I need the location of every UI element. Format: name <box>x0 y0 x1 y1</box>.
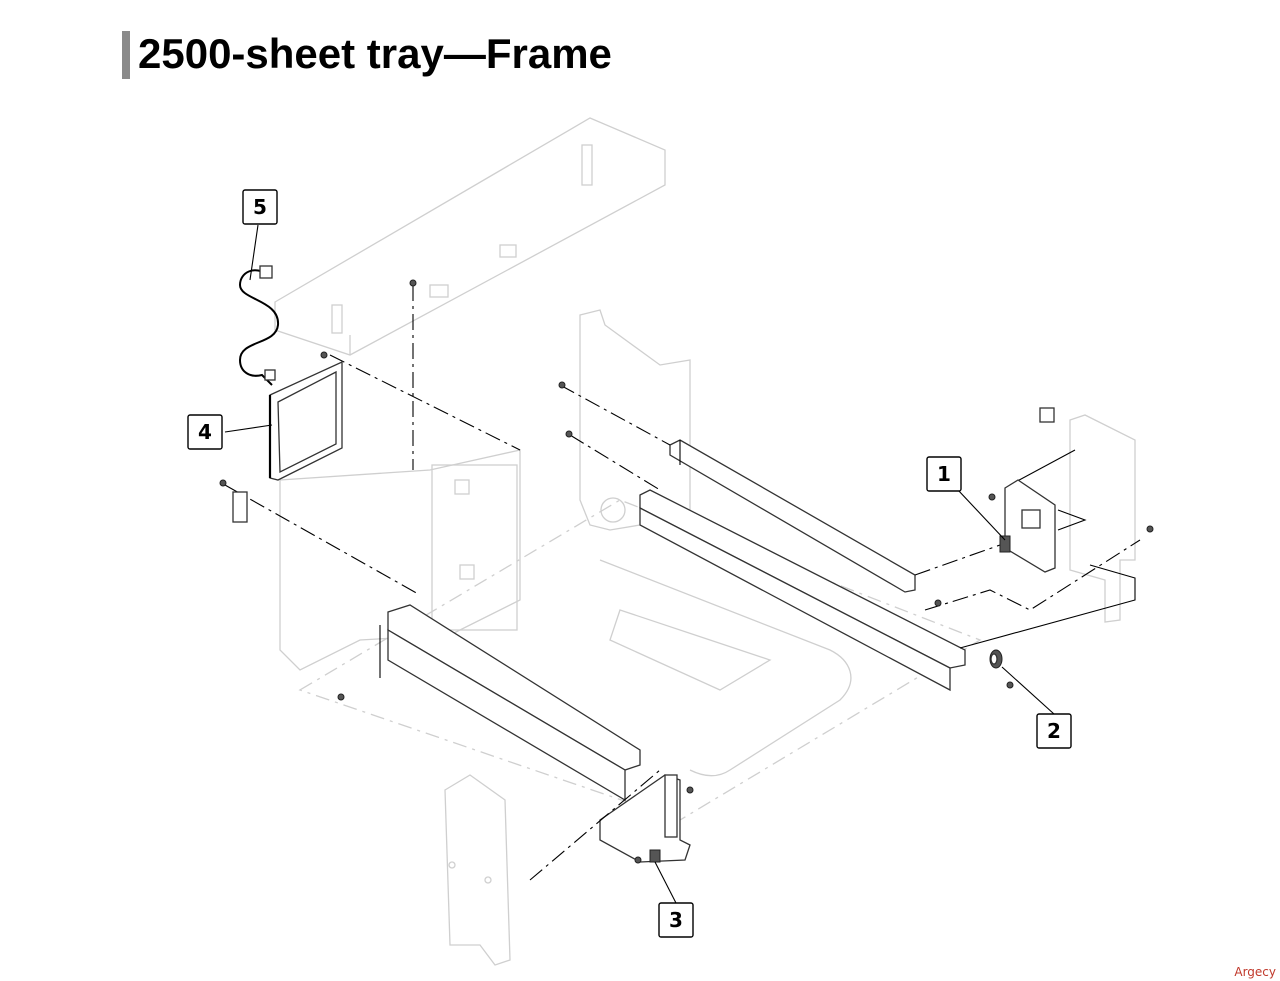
screws <box>219 279 1154 864</box>
front-bracket <box>599 774 691 863</box>
watermark: Argecy <box>1234 965 1276 979</box>
part-5-cable-harness <box>238 265 280 386</box>
callout-4: 4 <box>187 414 223 450</box>
upper-rail <box>669 439 916 593</box>
front-upright <box>444 774 511 966</box>
callout-leaders <box>224 224 1055 904</box>
callout-4-label: 4 <box>198 420 212 444</box>
right-frame <box>1069 414 1136 623</box>
callout-2-label: 2 <box>1047 719 1061 743</box>
title-accent-bar <box>122 31 130 79</box>
part-2-pulley <box>989 649 1003 669</box>
front-rail <box>379 604 641 802</box>
left-small-bracket <box>232 491 248 523</box>
part-1-sensor <box>999 407 1056 573</box>
base-plate <box>298 499 982 821</box>
part-3-small-sensor <box>649 849 661 863</box>
middle-rail <box>639 489 966 692</box>
page-title: 2500-sheet tray—Frame <box>138 30 612 77</box>
part-4-control-board <box>268 360 343 481</box>
alignment-lines <box>224 285 1141 881</box>
callout-3-label: 3 <box>669 908 683 932</box>
callout-2: 2 <box>1036 713 1072 749</box>
callout-1: 1 <box>926 456 962 492</box>
rear-upright <box>579 309 691 531</box>
callout-5: 5 <box>242 189 278 225</box>
callout-1-label: 1 <box>937 462 951 486</box>
top-plate <box>274 117 666 356</box>
callout-3: 3 <box>658 902 694 938</box>
callout-5-label: 5 <box>253 195 267 219</box>
